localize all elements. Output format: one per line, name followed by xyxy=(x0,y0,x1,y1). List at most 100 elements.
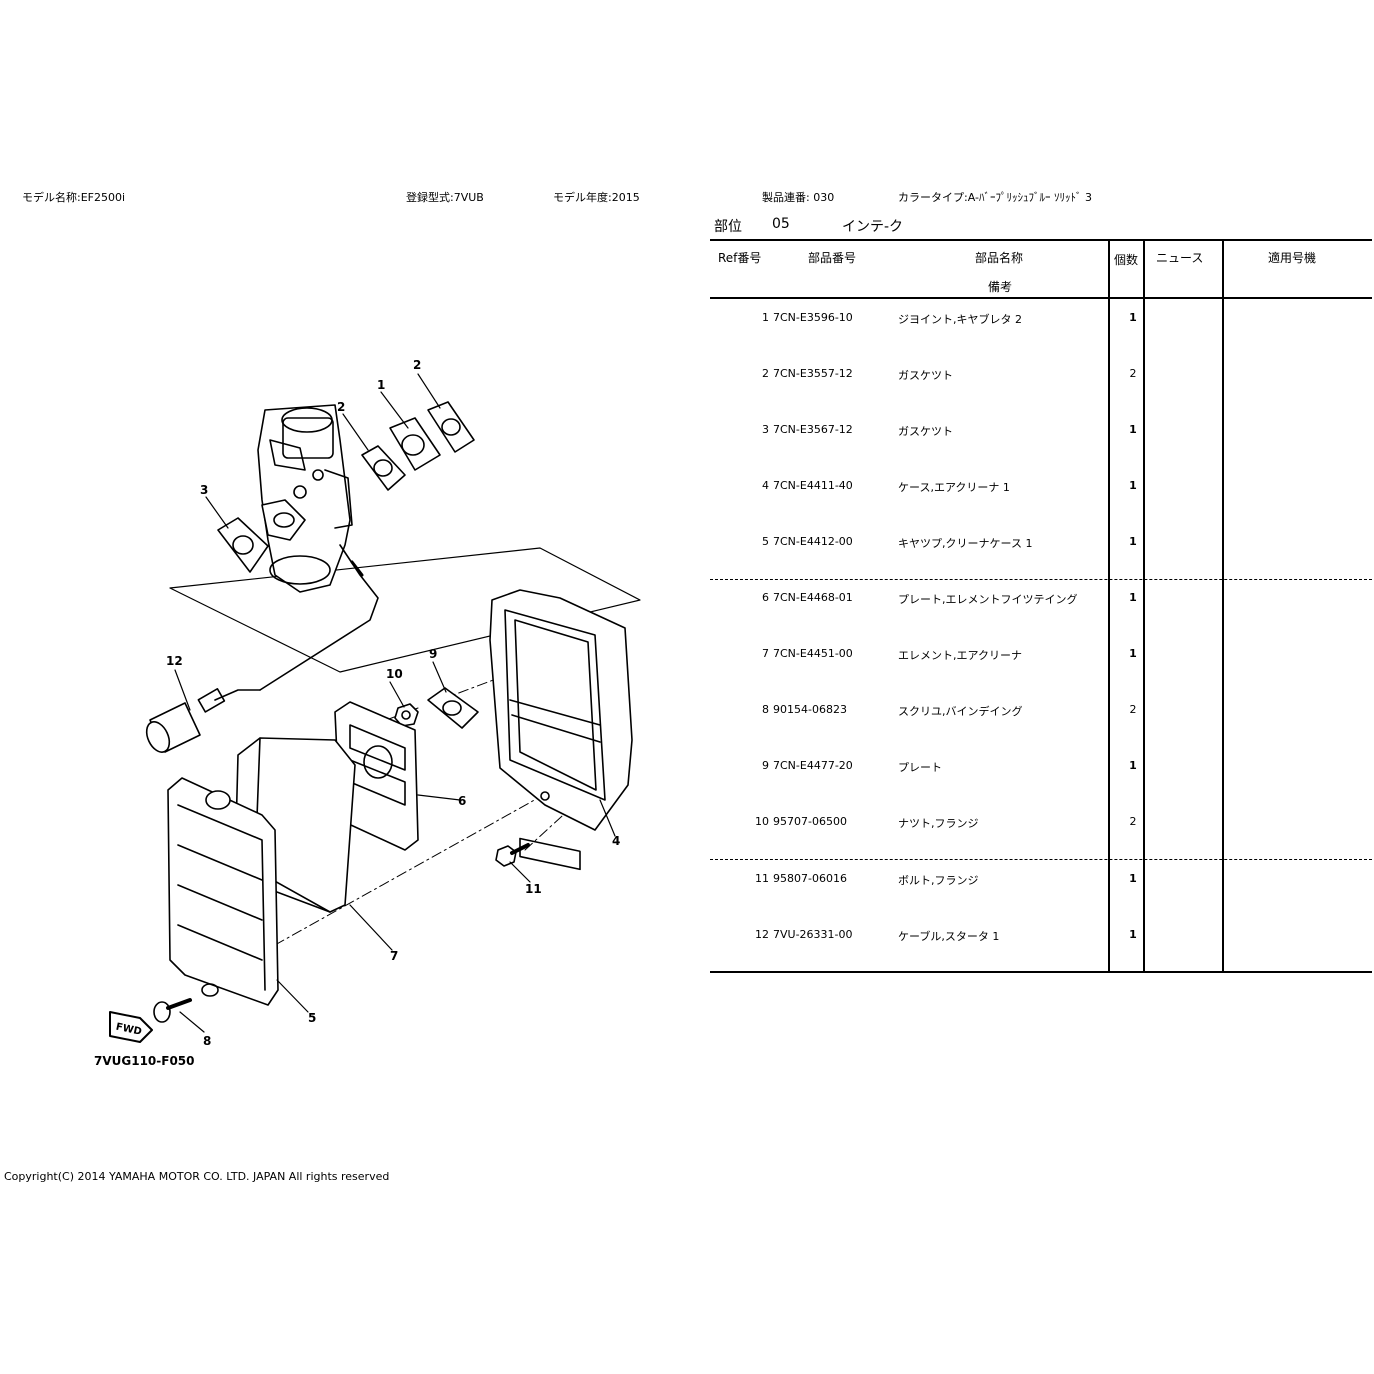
table-row: 7 7CN-E4451-00 エレメント,エアクリーナ 1 xyxy=(710,647,1372,667)
quantity: 1 xyxy=(1129,647,1137,660)
part-name: ガスケツト xyxy=(898,369,953,382)
nut-10 xyxy=(394,703,419,727)
table-bottom-rule xyxy=(710,971,1372,973)
callout-3: 3 xyxy=(200,483,208,497)
part-number: 7CN-E3596-10 xyxy=(773,311,853,324)
ref-number: 11 xyxy=(755,872,769,885)
screw-8 xyxy=(153,998,192,1023)
bolt-11 xyxy=(495,843,530,867)
part-number: 7CN-E4411-40 xyxy=(773,479,853,492)
table-row: 5 7CN-E4412-00 キヤツプ,クリーナケース 1 1 xyxy=(710,535,1372,555)
part-number: 7VU-26331-00 xyxy=(773,928,853,941)
table-row: 4 7CN-E4411-40 ケース,エアクリーナ 1 1 xyxy=(710,479,1372,499)
col-part-name: 部品名称 xyxy=(975,251,1024,265)
part-name: ボルト,フランジ xyxy=(898,874,979,887)
ref-number: 6 xyxy=(762,591,769,604)
ref-number: 3 xyxy=(762,423,769,436)
part-name: キヤツプ,クリーナケース 1 xyxy=(898,537,1033,550)
ref-number: 7 xyxy=(762,647,769,660)
part-name: ナツト,フランジ xyxy=(898,817,979,830)
part-name: エレメント,エアクリーナ xyxy=(898,649,1022,662)
table-row: 3 7CN-E3567-12 ガスケツト 1 xyxy=(710,423,1372,443)
col-remarks: 備考 xyxy=(988,280,1013,294)
callout-numbers: 1 2 2 3 4 5 6 7 8 9 10 11 12 xyxy=(166,358,620,1048)
exploded-parts-diagram: FWD 1 2 2 3 4 5 6 7 8 9 10 11 12 xyxy=(109,358,641,1048)
table-row: 11 95807-06016 ボルト,フランジ 1 xyxy=(710,872,1372,892)
col-ref: Ref番号 xyxy=(718,251,762,265)
section-code: 05 xyxy=(772,216,790,232)
starter-cable xyxy=(145,688,261,753)
col-models: 適用号機 xyxy=(1268,251,1317,265)
ref-number: 12 xyxy=(755,928,769,941)
callout-12: 12 xyxy=(166,654,183,668)
fwd-arrow-icon xyxy=(109,1011,153,1043)
callout-6: 6 xyxy=(458,794,466,808)
quantity: 1 xyxy=(1129,311,1137,324)
quantity: 2 xyxy=(1129,703,1137,716)
air-cleaner-case xyxy=(489,589,633,871)
part-name: プレート xyxy=(898,761,942,774)
table-row: 6 7CN-E4468-01 プレート,エレメントフイツテイング 1 xyxy=(710,591,1372,611)
part-number: 95807-06016 xyxy=(773,872,847,885)
col-qty: 個数 xyxy=(1114,253,1139,267)
quantity: 1 xyxy=(1129,872,1137,885)
gasket-3 xyxy=(217,517,269,573)
callout-7: 7 xyxy=(390,949,398,963)
carburetor xyxy=(257,404,379,691)
part-number: 95707-06500 xyxy=(773,815,847,828)
model-year: モデル年度:2015 xyxy=(553,191,640,204)
table-row: 8 90154-06823 スクリユ,バインデイング 2 xyxy=(710,703,1372,723)
part-name: ガスケツト xyxy=(898,425,953,438)
model-name: モデル名称:EF2500i xyxy=(22,191,126,204)
quantity: 1 xyxy=(1129,759,1137,772)
col-part-no: 部品番号 xyxy=(808,251,857,265)
ref-number: 10 xyxy=(755,815,769,828)
col-news: ニュース xyxy=(1156,251,1204,265)
part-number: 7CN-E3567-12 xyxy=(773,423,853,436)
ref-number: 9 xyxy=(762,759,769,772)
copyright-notice: Copyright(C) 2014 YAMAHA MOTOR CO. LTD. … xyxy=(4,1170,390,1183)
quantity: 1 xyxy=(1129,591,1137,604)
quantity: 1 xyxy=(1129,535,1137,548)
quantity: 1 xyxy=(1129,928,1137,941)
table-row: 10 95707-06500 ナツト,フランジ 2 xyxy=(710,815,1372,835)
part-number: 7CN-E4412-00 xyxy=(773,535,853,548)
ref-number: 1 xyxy=(762,311,769,324)
callout-11: 11 xyxy=(525,882,542,896)
callout-1: 1 xyxy=(377,378,385,392)
ref-number: 4 xyxy=(762,479,769,492)
group-divider xyxy=(710,859,1372,860)
table-row: 9 7CN-E4477-20 プレート 1 xyxy=(710,759,1372,779)
part-name: スクリユ,バインデイング xyxy=(898,705,1023,718)
part-name: プレート,エレメントフイツテイング xyxy=(898,593,1078,606)
part-number: 7CN-E4477-20 xyxy=(773,759,853,772)
quantity: 2 xyxy=(1129,815,1137,828)
part-number: 7CN-E4468-01 xyxy=(773,591,853,604)
case-cap-5 xyxy=(167,777,279,1006)
callout-2-outer: 2 xyxy=(413,358,421,372)
carburetor-base-plane xyxy=(169,547,641,673)
color-type: カラータイプ:A-ﾊﾞｰﾌﾟﾘｯｼｭﾌﾞﾙｰ ｿﾘｯﾄﾞ 3 xyxy=(898,191,1092,204)
part-name: ケース,エアクリーナ 1 xyxy=(898,481,1010,494)
column-divider xyxy=(1108,239,1110,973)
table-row: 2 7CN-E3557-12 ガスケツト 2 xyxy=(710,367,1372,387)
quantity: 2 xyxy=(1129,367,1137,380)
part-name: ジヨイント,キヤブレタ 2 xyxy=(898,313,1022,326)
table-row: 12 7VU-26331-00 ケーブル,スタータ 1 1 xyxy=(710,928,1372,948)
section-name: インテ-ク xyxy=(842,219,904,235)
fwd-label: FWD xyxy=(115,1022,143,1038)
column-divider xyxy=(1143,239,1145,973)
part-number: 7CN-E3557-12 xyxy=(773,367,853,380)
callout-4: 4 xyxy=(612,834,620,848)
gasket-2-outer xyxy=(427,401,475,453)
joint-1 xyxy=(389,417,441,471)
serial-number: 製品連番: 030 xyxy=(762,191,835,204)
column-divider xyxy=(1222,239,1224,973)
part-number: 7CN-E4451-00 xyxy=(773,647,853,660)
ref-number: 2 xyxy=(762,367,769,380)
parts-table: Ref番号 部品番号 部品名称 備考 個数 ニュース 適用号機 1 7CN-E3… xyxy=(710,239,1372,973)
gasket-2-inner xyxy=(361,445,406,491)
quantity: 1 xyxy=(1129,423,1137,436)
ref-number: 8 xyxy=(762,703,769,716)
part-number: 90154-06823 xyxy=(773,703,847,716)
